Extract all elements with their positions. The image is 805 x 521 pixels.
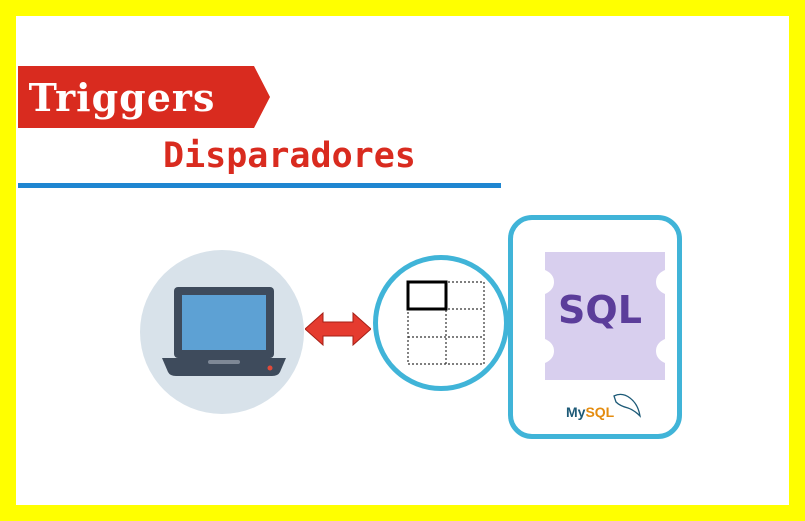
mysql-logo: MySQL	[566, 404, 614, 420]
title: Triggers	[28, 75, 216, 120]
database-card	[508, 215, 682, 439]
mysql-dolphin-icon	[613, 393, 641, 418]
sql-label: SQL	[558, 288, 642, 332]
double-arrow-icon	[305, 311, 371, 347]
table-circle	[373, 255, 509, 391]
divider-line	[18, 183, 501, 188]
title-banner	[18, 66, 270, 128]
laptop-circle	[140, 250, 304, 414]
sql-icon	[545, 252, 665, 380]
mysql-logo-my: My	[566, 404, 586, 420]
laptop-icon	[162, 287, 286, 376]
subtitle: Disparadores	[163, 136, 416, 176]
table-icon	[406, 280, 485, 365]
mysql-logo-sql: SQL	[585, 404, 615, 420]
